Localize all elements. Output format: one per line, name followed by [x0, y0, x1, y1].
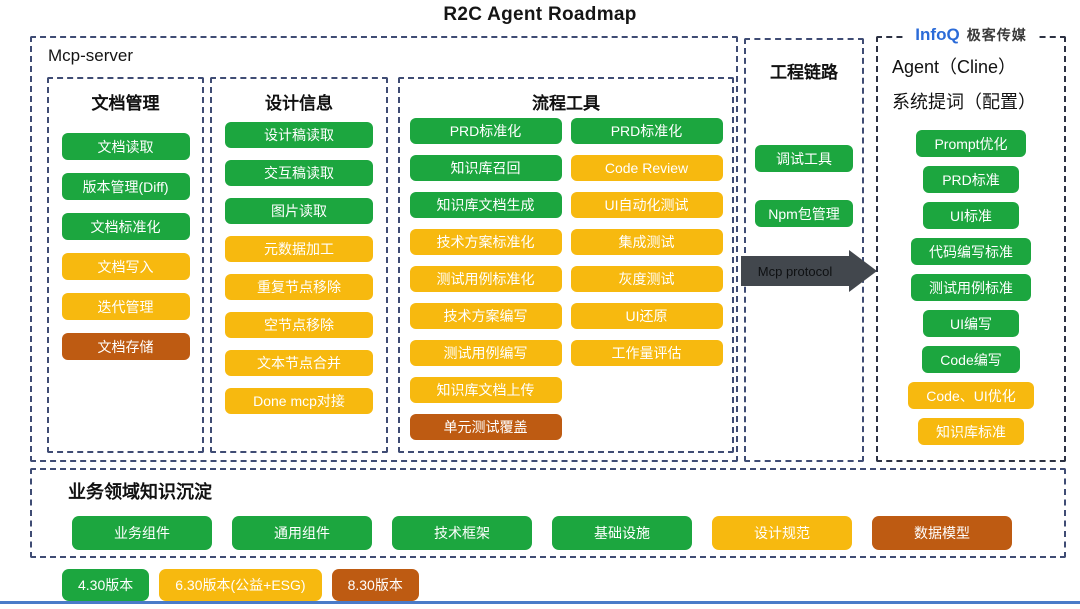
task-node: 灰度测试	[570, 266, 723, 292]
task-node: 调试工具	[755, 145, 853, 172]
doc-management-items: 文档读取版本管理(Diff) 文档标准化文档写入迭代管理文档存储	[49, 133, 202, 360]
task-node: 代码编写标准	[911, 238, 1031, 265]
task-node: 集成测试	[570, 229, 723, 255]
task-node: 文本节点合并	[225, 350, 373, 376]
task-node: 交互稿读取	[225, 160, 373, 186]
task-node: 文档存储	[61, 333, 190, 360]
knowledge-items: 业务组件通用组件技术框架基础设施设计规范数据模型	[72, 516, 1012, 550]
task-node: 文档标准化	[61, 213, 190, 240]
engineering-chain-title: 工程链路	[770, 63, 838, 82]
task-node: UI自动化测试	[570, 192, 723, 218]
mcp-protocol-arrow: Mcp protocol	[741, 250, 881, 292]
task-node: Npm包管理	[755, 200, 853, 227]
task-node: 测试用例标准化	[409, 266, 562, 292]
task-node: 图片读取	[225, 198, 373, 224]
task-node: 重复节点移除	[225, 274, 373, 300]
task-node: 元数据加工	[225, 236, 373, 262]
agent-cline-column: InfoQ 极客传媒 Agent（Cline） 系统提词（配置） Prompt优…	[876, 25, 1066, 462]
mcp-server-container: Mcp-server 文档管理 文档读取版本管理(Diff) 文档标准化文档写入迭…	[30, 36, 738, 462]
agent-items: Prompt优化 PRD标准 UI标准代码编写标准测试用例标准 UI编写 Code编写 C…	[878, 130, 1064, 445]
task-node: 文档写入	[61, 253, 190, 280]
task-node: 业务组件	[72, 516, 212, 550]
engineering-chain-items: 调试工具 Npm包管理	[746, 145, 862, 227]
task-node: 技术方案标准化	[409, 229, 562, 255]
knowledge-container: 业务领域知识沉淀 业务组件通用组件技术框架基础设施设计规范数据模型	[30, 468, 1066, 558]
task-node: 单元测试覆盖	[409, 414, 562, 440]
task-node: 数据模型	[872, 516, 1012, 550]
task-node: 知识库召回	[409, 155, 562, 181]
infoq-logo-text: InfoQ	[915, 25, 960, 44]
task-node: 版本管理(Diff)	[61, 173, 190, 200]
task-node: UI编写	[923, 310, 1019, 337]
task-node: Code Review	[570, 155, 723, 181]
task-node: 测试用例标准	[911, 274, 1031, 301]
task-node: Code编写	[922, 346, 1020, 373]
task-node: 工作量评估	[570, 340, 723, 366]
doc-management-column: 文档管理 文档读取版本管理(Diff) 文档标准化文档写入迭代管理文档存储	[47, 77, 204, 453]
design-info-column: 设计信息 设计稿读取交互稿读取图片读取元数据加工重复节点移除空节点移除文本节点合…	[210, 77, 388, 453]
task-node: PRD标准	[923, 166, 1019, 193]
task-node: 4.30版本	[62, 569, 150, 601]
task-node: 6.30版本(公益+ESG)	[159, 569, 322, 601]
task-node: Done mcp对接	[225, 388, 373, 414]
task-node: Prompt优化	[916, 130, 1026, 157]
process-tools-left-stack: PRD标准化知识库召回知识库文档生成技术方案标准化测试用例标准化技术方案编写测试…	[409, 118, 562, 440]
process-tools-column: 流程工具 PRD标准化知识库召回知识库文档生成技术方案标准化测试用例标准化技术方…	[398, 77, 734, 453]
arrow-head	[849, 250, 877, 292]
task-node: 技术框架	[392, 516, 532, 550]
task-node: 通用组件	[232, 516, 372, 550]
bottom-divider-line	[0, 601, 1080, 604]
infoq-logo: InfoQ 极客传媒	[905, 25, 1037, 45]
task-node: 技术方案编写	[409, 303, 562, 329]
task-node: 知识库文档生成	[409, 192, 562, 218]
engineering-chain-column: 工程链路 调试工具 Npm包管理 Mcp protocol	[741, 38, 877, 462]
task-node: 知识库文档上传	[409, 377, 562, 403]
task-node: PRD标准化	[570, 118, 723, 144]
process-tools-title: 流程工具	[532, 94, 600, 113]
design-info-items: 设计稿读取交互稿读取图片读取元数据加工重复节点移除空节点移除文本节点合并 Done…	[212, 122, 386, 414]
doc-management-title: 文档管理	[91, 94, 160, 113]
task-node: 8.30版本	[331, 569, 419, 601]
task-node: 测试用例编写	[409, 340, 562, 366]
process-tools-items: PRD标准化知识库召回知识库文档生成技术方案标准化测试用例标准化技术方案编写测试…	[400, 118, 732, 440]
agent-title-line1: Agent（Cline）	[892, 57, 1017, 77]
task-node: 空节点移除	[225, 312, 373, 338]
task-node: 设计规范	[712, 516, 852, 550]
task-node: 知识库标准	[918, 418, 1024, 445]
task-node: 迭代管理	[61, 293, 190, 320]
task-node: UI还原	[570, 303, 723, 329]
design-info-title: 设计信息	[265, 94, 333, 113]
task-node: 基础设施	[552, 516, 692, 550]
infoq-media-text: 极客传媒	[966, 27, 1027, 43]
task-node: Code、UI优化	[908, 382, 1034, 409]
task-node: UI标准	[923, 202, 1019, 229]
mcp-server-label: Mcp-server	[48, 46, 134, 65]
knowledge-title: 业务领域知识沉淀	[68, 482, 212, 502]
task-node: PRD标准化	[409, 118, 562, 144]
task-node: 文档读取	[61, 133, 190, 160]
task-node: 设计稿读取	[225, 122, 373, 148]
mcp-protocol-arrow-label: Mcp protocol	[741, 256, 849, 286]
agent-title-line2: 系统提词（配置）	[892, 92, 1036, 112]
version-row: 4.30版本 6.30版本(公益+ESG) 8.30版本	[62, 569, 419, 601]
page-title: R2C Agent Roadmap	[443, 4, 637, 25]
